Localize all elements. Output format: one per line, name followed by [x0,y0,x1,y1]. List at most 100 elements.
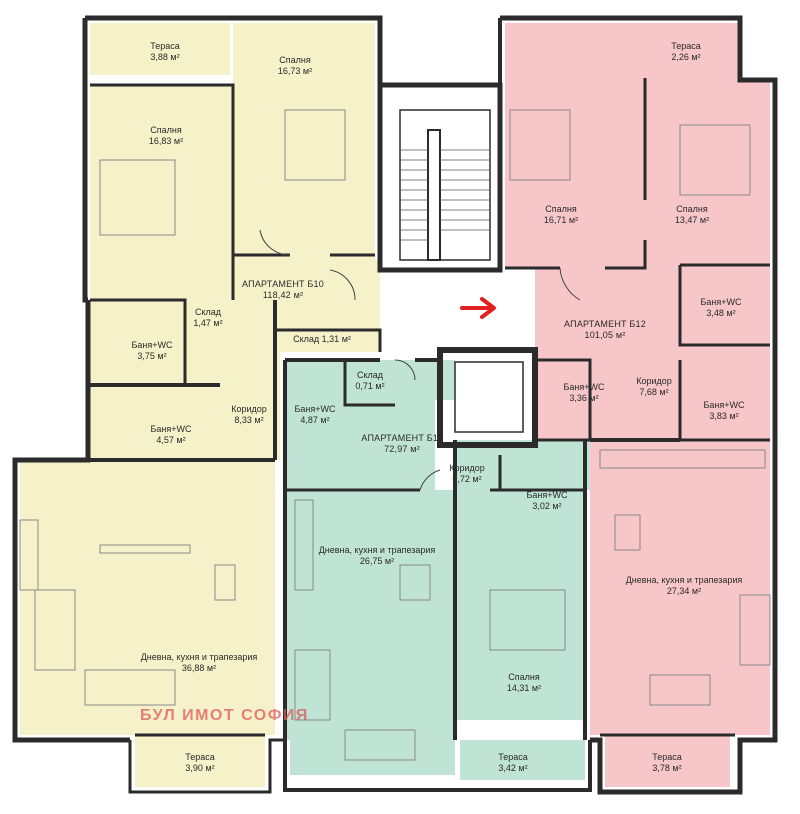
kitchen-counter-icon [599,449,766,469]
room-area: 4,87 м² [300,415,330,425]
room-area: 3,36 м² [569,393,599,403]
room-area: 4,57 м² [156,435,186,445]
sofa-icon [739,594,771,666]
room-name: Коридор [231,404,267,414]
apartment-b12-label: АПАРТАМЕНТ Б12 101,05 м² [564,319,646,341]
room-area: 0,71 м² [355,381,385,391]
room-area: 14,31 м² [506,683,542,693]
room-area: 3,42 м² [498,763,528,773]
arrow-right-icon [460,297,496,319]
b11-fill [285,360,590,780]
room-name: Тераса [652,752,682,762]
room-area: 2,26 м² [671,52,701,62]
apartment-b12-name: АПАРТАМЕНТ Б12 [564,319,646,329]
b12-fill [505,23,770,787]
apartment-b12-area: 101,05 м² [584,330,626,340]
room-name: Баня+WC [294,404,336,414]
room-name: Баня+WC [700,297,742,307]
room-name: Баня+WC [131,340,173,350]
room-name: Коридор [449,463,485,473]
table-icon [614,514,641,551]
bed-icon [489,589,566,651]
room-area: 16,83 м² [148,136,184,146]
table-icon [399,564,431,601]
room-name: Тераса [498,752,528,762]
room-area: 1,47 м² [193,318,223,328]
room-area: 3,75 м² [137,351,167,361]
apartment-b11-area: 72,97 м² [384,444,420,454]
room-label: Склад 1,31 м² [293,334,351,345]
sofa-icon [344,729,416,761]
room-area: 16,73 м² [277,66,313,76]
room-name: Спалня [150,125,182,135]
room-area: 13,47 м² [674,215,710,225]
room-name: Коридор [636,376,672,386]
room-name: Баня+WC [563,382,605,392]
apartment-b11-name: АПАРТАМЕНТ Б11 [361,433,443,443]
furniture [19,109,771,761]
room-name: Спалня [508,672,540,682]
room-area: 16,71 м² [543,215,579,225]
room-area: 36,88 м² [181,663,217,673]
kitchen-counter-icon [99,544,191,554]
bed-icon [679,124,751,196]
apartment-b10-label: АПАРТАМЕНТ Б10 118,42 м² [242,279,324,301]
kitchen-counter-icon [19,519,39,591]
room-name: Спалня [676,204,708,214]
room-area: 6,72 м² [452,474,482,484]
bed-icon [284,109,346,181]
room-area: 3,88 м² [150,52,180,62]
watermark: БУЛ ИМОТ СОФИЯ [140,707,309,724]
bed-icon [99,159,176,236]
room-area: 3,83 м² [709,411,739,421]
room-name: Спалня [279,55,311,65]
room-name: Баня+WC [703,400,745,410]
room-name: Дневна, кухня и трапезария [625,575,743,585]
kitchen-counter-icon [294,499,314,591]
room-area: 26,75 м² [359,556,395,566]
walls [12,15,778,795]
room-name: Спалня [545,204,577,214]
room-name: Тераса [671,41,701,51]
room-name: Склад 1,31 м² [293,334,351,344]
apartment-b10-name: АПАРТАМЕНТ Б10 [242,279,324,289]
bed-icon [509,109,571,181]
room-area: 27,34 м² [666,586,702,596]
sofa-icon [649,674,711,706]
room-area: 3,02 м² [532,501,562,511]
sofa-icon [84,669,176,706]
room-area: 7,68 м² [639,387,669,397]
room-name: Баня+WC [150,424,192,434]
room-name: Склад [194,307,222,317]
doors [259,229,581,491]
room-name: Тераса [150,41,180,51]
table-icon [214,564,236,601]
room-area: 8,33 м² [234,415,264,425]
room-name: Тераса [185,752,215,762]
sofa-icon [34,589,76,671]
room-area: 3,78 м² [652,763,682,773]
